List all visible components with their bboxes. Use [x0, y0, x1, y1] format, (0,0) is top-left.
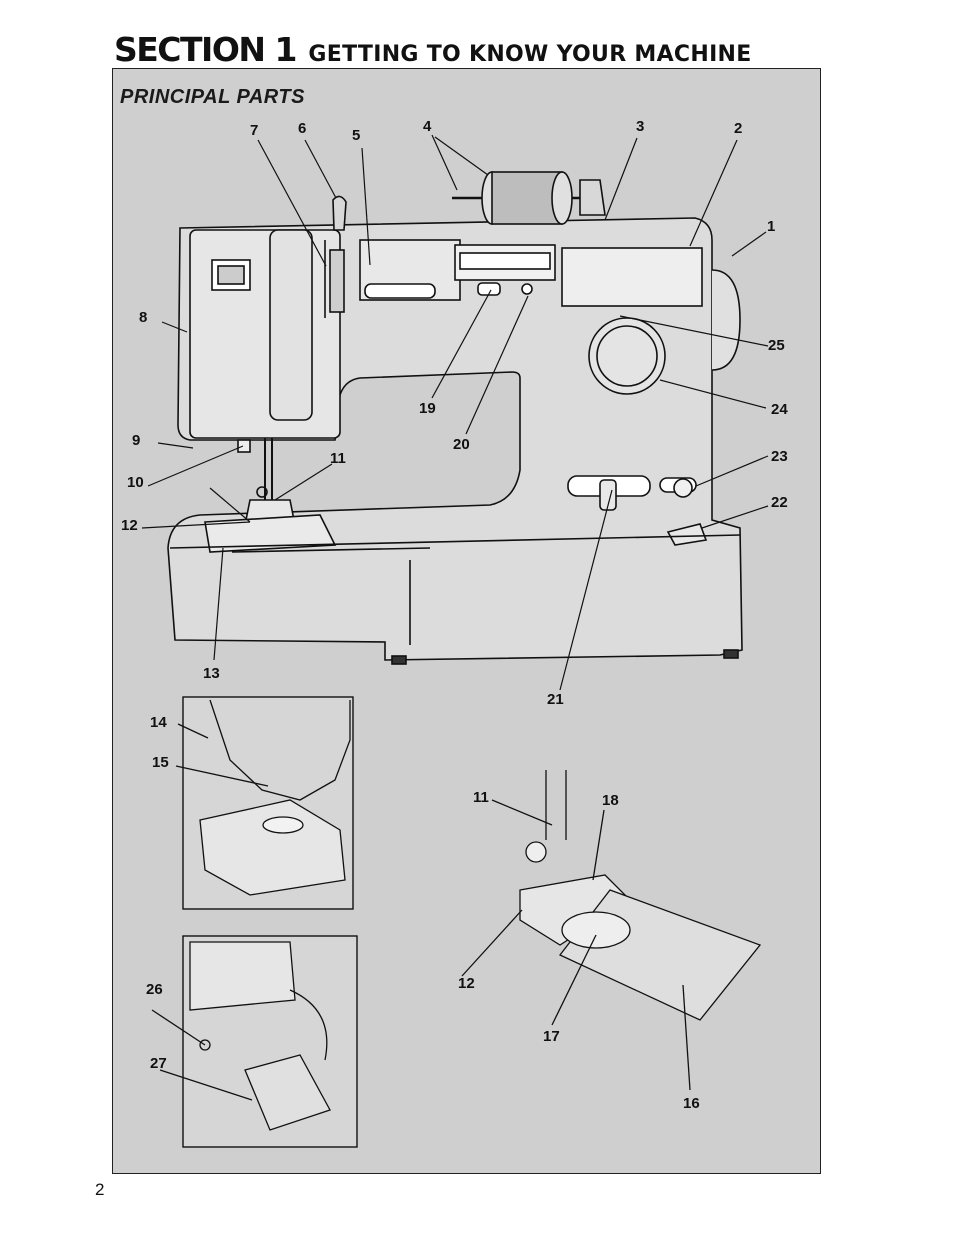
callout-11-detail: 11 — [473, 789, 489, 806]
callout-27: 27 — [150, 1055, 167, 1072]
callout-12: 12 — [121, 517, 138, 534]
callout-17: 17 — [543, 1028, 560, 1045]
callout-20: 20 — [453, 436, 470, 453]
callout-24: 24 — [771, 401, 788, 418]
callout-2: 2 — [734, 120, 743, 137]
callout-6: 6 — [298, 120, 307, 137]
callout-7: 7 — [250, 122, 259, 139]
callout-23: 23 — [771, 448, 788, 465]
callout-3: 3 — [636, 118, 645, 135]
callout-1: 1 — [767, 218, 776, 235]
callout-22: 22 — [771, 494, 788, 511]
section-subtitle: GETTING TO KNOW YOUR MACHINE — [308, 42, 752, 67]
section-number: SECTION 1 — [114, 30, 297, 69]
section-title: SECTION 1 GETTING TO KNOW YOUR MACHINE — [114, 30, 752, 69]
callout-16: 16 — [683, 1095, 700, 1112]
callout-8: 8 — [139, 309, 148, 326]
callout-12-detail: 12 — [458, 975, 475, 992]
callout-10: 10 — [127, 474, 144, 491]
callout-9: 9 — [132, 432, 141, 449]
callout-18: 18 — [602, 792, 619, 809]
callout-14: 14 — [150, 714, 167, 731]
figure-heading: PRINCIPAL PARTS — [120, 86, 305, 108]
callout-13: 13 — [203, 665, 220, 682]
callout-26: 26 — [146, 981, 163, 998]
page-number: 2 — [95, 1180, 105, 1199]
callout-25: 25 — [768, 337, 785, 354]
callout-21: 21 — [547, 691, 564, 708]
callout-4: 4 — [423, 118, 432, 135]
callout-19: 19 — [419, 400, 436, 417]
callout-15: 15 — [152, 754, 169, 771]
callout-11: 11 — [330, 450, 346, 467]
callout-5: 5 — [352, 127, 361, 144]
